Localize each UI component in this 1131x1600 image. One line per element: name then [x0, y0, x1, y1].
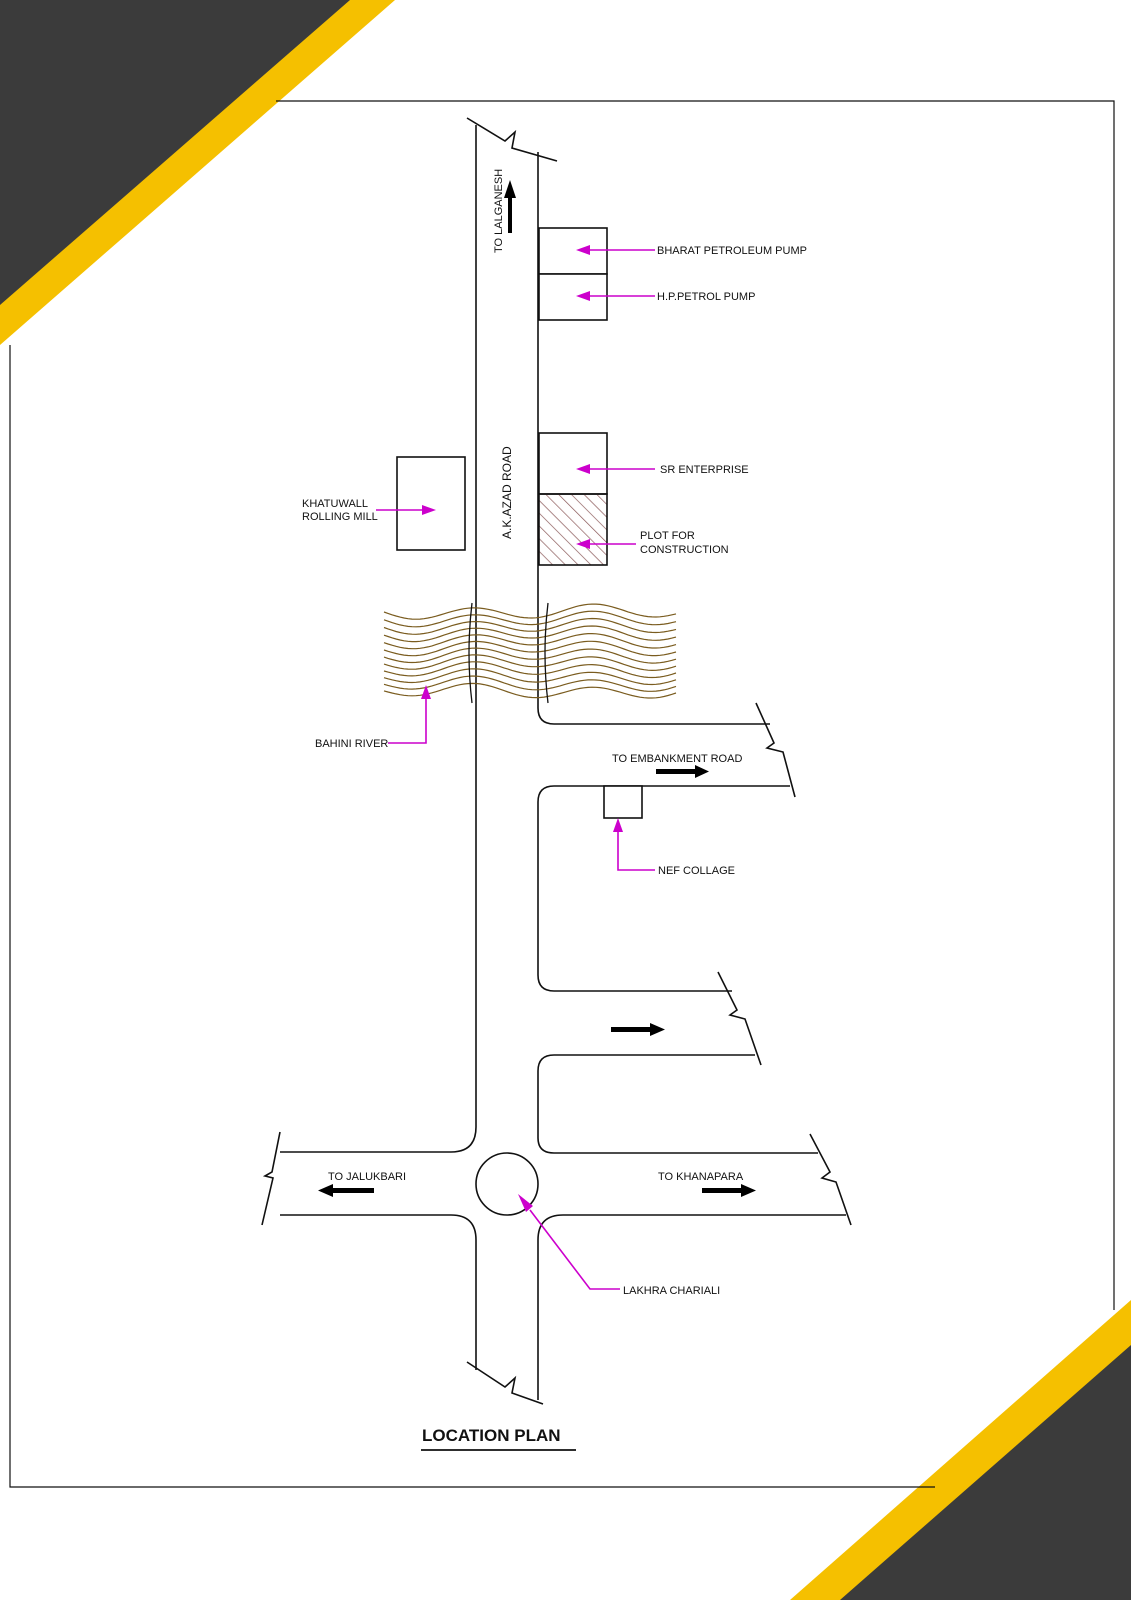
page-title: LOCATION PLAN [422, 1426, 561, 1445]
label-bharat-petroleum: BHARAT PETROLEUM PUMP [657, 245, 807, 257]
river-wave-line [383, 617, 677, 635]
river-wave-line [383, 625, 677, 643]
nef-college-plot [603, 785, 643, 819]
bharat-petroleum-pump-plot [538, 227, 608, 275]
sr-enterprise-plot [538, 432, 608, 495]
river-wave-line [383, 682, 677, 699]
label-sr-enterprise: SR ENTERPRISE [660, 464, 749, 476]
leader-arrow-icon [376, 245, 655, 1290]
corner-decoration-top-left [0, 0, 395, 345]
hp-petrol-pump-plot [538, 273, 608, 321]
main-road [280, 125, 846, 1400]
road-label-jalukbari: TO JALUKBARI [328, 1171, 406, 1183]
east-arrow-icon [656, 765, 709, 778]
rolling-mill-plot [396, 456, 466, 551]
river-wave-line [383, 668, 677, 686]
corner-decoration-bottom-right [790, 1300, 1131, 1600]
label-bahini-river: BAHINI RIVER [315, 738, 388, 750]
label-mill-line1: KHATUWALL [302, 498, 368, 510]
lakhra-chariali-roundabout [475, 1152, 539, 1216]
river-wave-line [383, 610, 677, 628]
construction-plot [538, 493, 608, 566]
river-wave-line [383, 647, 677, 664]
label-mill-line2: ROLLING MILL [302, 511, 378, 523]
north-arrow-icon [504, 180, 516, 233]
drawing-frame [276, 100, 1115, 1310]
label-plot-line2: CONSTRUCTION [640, 544, 729, 556]
road-label-khanapara: TO KHANAPARA [658, 1171, 744, 1183]
road-label-embankment: TO EMBANKMENT ROAD [612, 753, 742, 765]
label-plot-line1: PLOT FOR [640, 530, 695, 542]
label-lakhra-chariali: LAKHRA CHARIALI [623, 1285, 720, 1297]
bridge-marks [468, 602, 549, 704]
river-wave-line [383, 661, 677, 679]
road-label-lalganesh: TO LALGANESH [493, 169, 505, 253]
road-label-ak-azad: A.K.AZAD ROAD [500, 446, 514, 539]
break-line-icon [261, 117, 852, 1405]
east-arrow-icon [611, 1023, 665, 1036]
river-wave-line [383, 640, 677, 657]
label-hp-petrol: H.P.PETROL PUMP [657, 291, 755, 303]
river-wave-line [383, 654, 677, 672]
bahini-river [383, 603, 677, 699]
drawing-frame-lower [9, 345, 935, 1488]
east-arrow-icon [702, 1184, 756, 1197]
label-nef-college: NEF COLLAGE [658, 865, 735, 877]
west-arrow-icon [318, 1184, 374, 1197]
river-wave-line [383, 633, 677, 650]
river-wave-line [383, 603, 677, 620]
river-wave-line [383, 675, 677, 692]
